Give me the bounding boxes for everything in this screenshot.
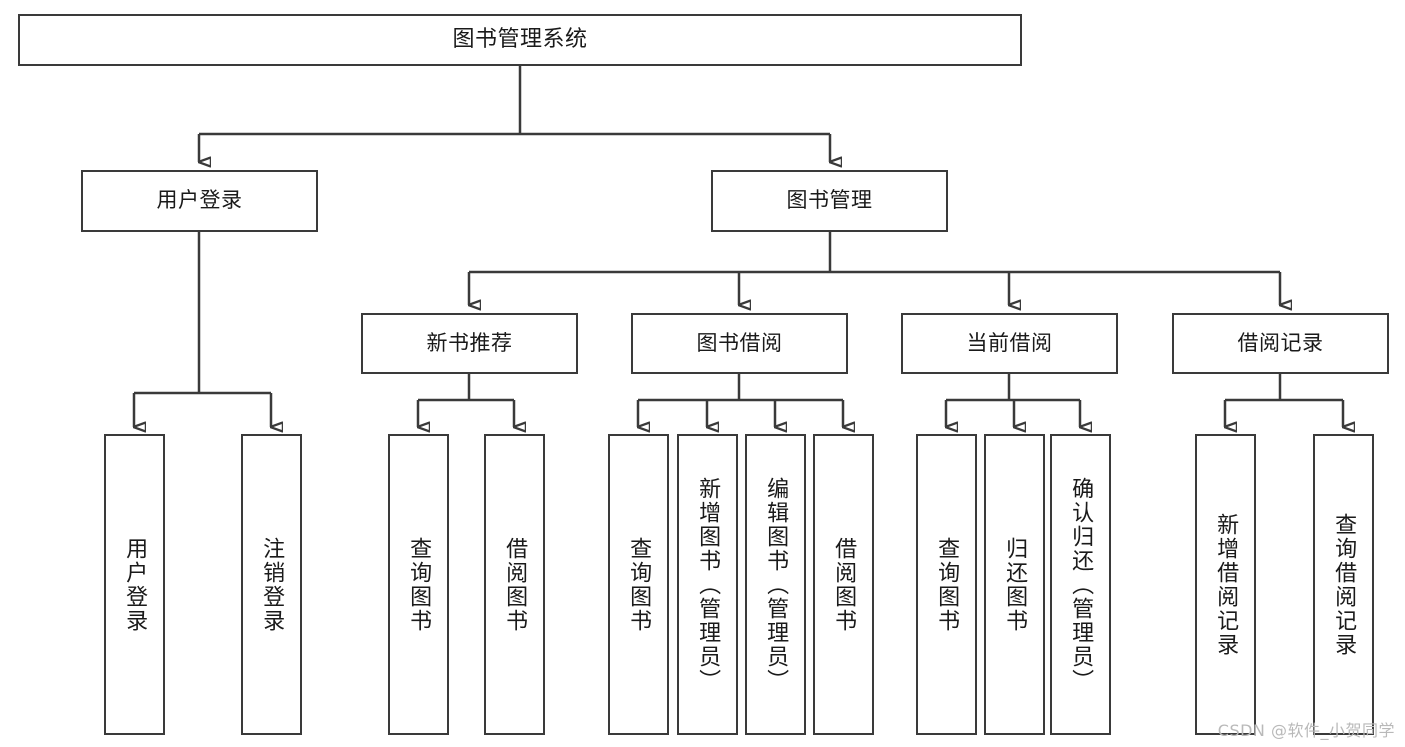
node-label: 查询图书 (934, 536, 960, 633)
leaf-borrow-add-book[interactable]: 新增图书（管理员） (677, 434, 738, 735)
leaf-borrow-borrow-book[interactable]: 借阅图书 (813, 434, 874, 735)
node-label: 图书借阅 (696, 330, 783, 355)
node-new-book-recommend[interactable]: 新书推荐 (361, 313, 578, 374)
node-label: 图书管理 (786, 188, 873, 213)
node-label: 查询图书 (626, 536, 652, 633)
node-root-system[interactable]: 图书管理系统 (18, 14, 1022, 66)
node-label: 当前借阅 (966, 330, 1053, 355)
node-label: 归还图书 (1002, 536, 1028, 633)
watermark-text: CSDN @软件_小贺同学 (1217, 721, 1395, 740)
node-label: 新增图书（管理员） (695, 476, 721, 693)
leaf-recommend-borrow-book[interactable]: 借阅图书 (484, 434, 545, 735)
leaf-borrow-edit-book[interactable]: 编辑图书（管理员） (745, 434, 806, 735)
leaf-current-query-book[interactable]: 查询图书 (916, 434, 977, 735)
node-borrow-record[interactable]: 借阅记录 (1172, 313, 1389, 374)
leaf-user-login-logout[interactable]: 注销登录 (241, 434, 302, 735)
node-label: 注销登录 (259, 536, 285, 633)
node-label: 新书推荐 (426, 330, 513, 355)
node-label: 图书管理系统 (452, 26, 588, 52)
node-label: 借阅图书 (502, 536, 528, 633)
node-label: 新增借阅记录 (1213, 512, 1239, 657)
node-label: 用户登录 (156, 188, 243, 213)
leaf-current-confirm-return[interactable]: 确认归还（管理员） (1050, 434, 1111, 735)
node-label: 借阅图书 (831, 536, 857, 633)
leaf-record-query-record[interactable]: 查询借阅记录 (1313, 434, 1374, 735)
node-current-borrow[interactable]: 当前借阅 (901, 313, 1118, 374)
leaf-borrow-query-book[interactable]: 查询图书 (608, 434, 669, 735)
node-label: 借阅记录 (1237, 330, 1324, 355)
leaf-record-add-record[interactable]: 新增借阅记录 (1195, 434, 1256, 735)
node-label: 用户登录 (122, 536, 148, 633)
node-book-borrow[interactable]: 图书借阅 (631, 313, 848, 374)
node-label: 查询借阅记录 (1331, 512, 1357, 657)
node-book-management[interactable]: 图书管理 (711, 170, 948, 232)
node-label: 查询图书 (406, 536, 432, 633)
node-user-login[interactable]: 用户登录 (81, 170, 318, 232)
node-label: 编辑图书（管理员） (763, 476, 789, 693)
node-label: 确认归还（管理员） (1068, 476, 1094, 693)
leaf-current-return-book[interactable]: 归还图书 (984, 434, 1045, 735)
leaf-recommend-query-book[interactable]: 查询图书 (388, 434, 449, 735)
leaf-user-login-login[interactable]: 用户登录 (104, 434, 165, 735)
